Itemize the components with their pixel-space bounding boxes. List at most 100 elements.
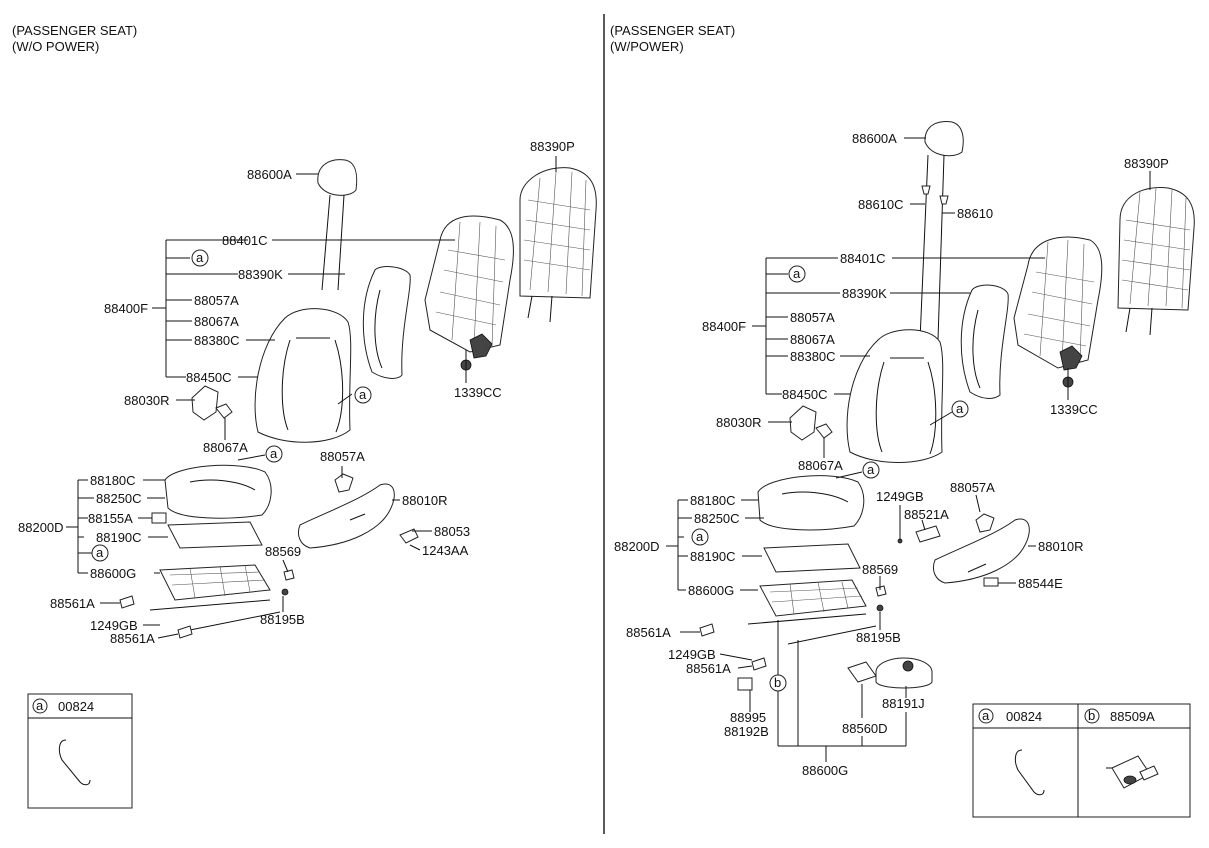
left-label-nut: 1339CC <box>454 385 502 400</box>
right-header-line2: (W/POWER) <box>610 39 684 54</box>
left-label-knob-67: 88067A <box>194 314 239 329</box>
left-leader-lines <box>66 156 557 639</box>
right-legend-marker-b: b <box>1088 708 1095 723</box>
right-label-knob-57: 88057A <box>790 310 835 325</box>
right-section: (PASSENGER SEAT) (W/POWER) <box>610 23 1195 818</box>
right-label-back-assy: 88400F <box>702 319 746 334</box>
right-headrest <box>919 121 964 341</box>
clip-icon <box>58 739 91 786</box>
svg-text:a: a <box>696 529 704 544</box>
left-label-back-cover: 88380C <box>194 333 240 348</box>
right-label-knob-67: 88067A <box>790 332 835 347</box>
right-label-back-trim: 88450C <box>782 387 828 402</box>
left-label-knob-57: 88057A <box>194 293 239 308</box>
right-label-guide-c: 88610C <box>858 197 904 212</box>
left-label-back-trim: 88450C <box>186 370 232 385</box>
right-label-bolt-195: 88195B <box>856 630 901 645</box>
right-legend-part-b: 88509A <box>1110 709 1155 724</box>
right-label-track-bottom: 88600G <box>802 763 848 778</box>
right-label-cover-r: 88030R <box>716 415 762 430</box>
left-label-side-cover: 88010R <box>402 493 448 508</box>
right-label-module: 88192B <box>724 724 769 739</box>
right-label-motor: 88560D <box>842 721 888 736</box>
left-headrest <box>317 159 358 291</box>
svg-text:a: a <box>359 387 367 402</box>
svg-text:b: b <box>774 675 781 690</box>
right-label-cover-561b: 88561A <box>686 661 731 676</box>
right-cover-r <box>789 405 833 441</box>
right-ref-a4: a <box>691 528 709 546</box>
right-label-screw-gb: 1249GB <box>668 647 716 662</box>
left-section: (PASSENGER SEAT) (W/O POWER) <box>12 23 597 809</box>
right-side-cover <box>932 518 1030 584</box>
left-back-pad <box>362 266 411 379</box>
left-label-cush-cover: 88180C <box>90 473 136 488</box>
left-label-track: 88600G <box>90 566 136 581</box>
left-label-cush-assy: 88200D <box>18 520 64 535</box>
left-back-frame <box>424 215 514 359</box>
left-label-cover-561a: 88561A <box>50 596 95 611</box>
right-ref-a3: a <box>862 461 880 479</box>
right-legend-part-a: 00824 <box>1006 709 1042 724</box>
right-label-nut: 1339CC <box>1050 402 1098 417</box>
svg-text:a: a <box>270 446 278 461</box>
left-label-back-assy: 88400F <box>104 301 148 316</box>
left-label-cush-155: 88155A <box>88 511 133 526</box>
left-cushion <box>149 464 281 631</box>
right-back-pad <box>960 284 1009 399</box>
svg-text:a: a <box>96 545 104 560</box>
right-label-back-frame: 88401C <box>840 251 886 266</box>
left-label-back-pad: 88390K <box>238 267 283 282</box>
left-label-cap-569: 88569 <box>265 544 301 559</box>
left-label-bolt-195: 88195B <box>260 612 305 627</box>
right-back-rear-cover <box>1117 186 1195 336</box>
right-ref-b: b <box>769 674 787 692</box>
right-label-cush-cover: 88180C <box>690 493 736 508</box>
right-label-screw-gb-top: 1249GB <box>876 489 924 504</box>
svg-text:a: a <box>196 250 204 265</box>
clip-icon <box>1014 749 1045 796</box>
left-header-line2: (W/O POWER) <box>12 39 99 54</box>
right-label-back-cover: 88380C <box>790 349 836 364</box>
right-control-unit <box>875 657 933 689</box>
right-label-cush-190: 88190C <box>690 549 736 564</box>
left-header-line1: (PASSENGER SEAT) <box>12 23 137 38</box>
left-label-bolt: 1243AA <box>422 543 469 558</box>
left-label-cover-561b: 88561A <box>110 631 155 646</box>
right-label-back-pad: 88390K <box>842 286 887 301</box>
right-cushion <box>747 475 877 645</box>
right-label-switch: 88521A <box>904 507 949 522</box>
left-ref-a3: a <box>265 445 283 463</box>
left-label-screw-53: 88053 <box>434 524 470 539</box>
right-label-side-cover: 88010R <box>1038 539 1084 554</box>
right-label-sensor: 88995 <box>730 710 766 725</box>
right-legend-marker-a: a <box>982 708 990 723</box>
right-label-cover-561a: 88561A <box>626 625 671 640</box>
right-label-knob-57b: 88057A <box>950 480 995 495</box>
left-label-cush-190: 88190C <box>96 530 142 545</box>
right-back-cover <box>846 329 944 463</box>
right-ref-a2: a <box>951 400 969 418</box>
left-legend-part: 00824 <box>58 699 94 714</box>
svg-text:a: a <box>867 462 875 477</box>
right-label-back-cover-rear: 88390P <box>1124 156 1169 171</box>
left-back-cover <box>254 308 352 443</box>
right-ref-a1: a <box>788 265 806 283</box>
left-back-rear-cover <box>519 167 597 323</box>
left-cover-r <box>191 385 233 421</box>
right-header-line1: (PASSENGER SEAT) <box>610 23 735 38</box>
right-small-parts <box>699 376 1074 691</box>
right-label-cap-569: 88569 <box>862 562 898 577</box>
right-back-frame <box>1013 236 1103 371</box>
left-ref-a2: a <box>354 386 372 404</box>
left-legend-marker: a <box>36 698 44 713</box>
left-label-knob-57b: 88057A <box>320 449 365 464</box>
motor-icon <box>1106 755 1159 789</box>
right-label-knob-67b: 88067A <box>798 458 843 473</box>
left-label-back-cover-rear: 88390P <box>530 139 575 154</box>
left-label-headrest: 88600A <box>247 167 292 182</box>
left-label-screw-gb: 1249GB <box>90 618 138 633</box>
left-legend: a 00824 <box>27 693 133 809</box>
right-label-cush-assy: 88200D <box>614 539 660 554</box>
